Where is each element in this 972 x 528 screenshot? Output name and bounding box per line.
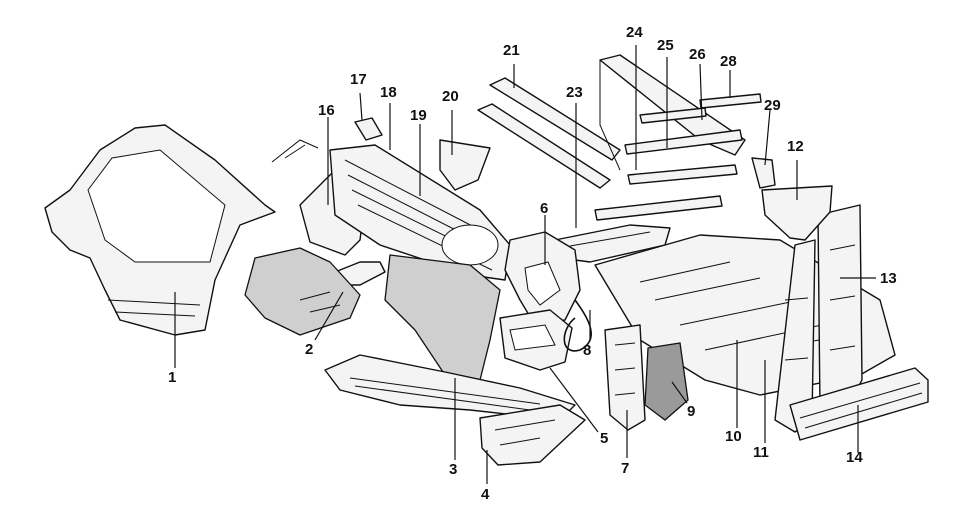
callout-5: 5 (600, 430, 608, 447)
part-21-cross-rail (477, 77, 621, 189)
part-16-trunk-floor-pan (244, 247, 361, 336)
part-12-bracket (761, 185, 833, 241)
callout-13: 13 (880, 270, 897, 287)
callout-19: 19 (410, 107, 427, 124)
part-4-side-member (479, 404, 586, 466)
part-1-rear-panel-frame (44, 124, 276, 336)
callout-4: 4 (481, 486, 490, 503)
part-18-19-rear-end-panel (329, 144, 511, 281)
part-9-bracket (644, 342, 689, 421)
part-29-bracket (751, 157, 776, 189)
part-20-bracket (439, 139, 491, 191)
part-25-26-28-strips (594, 93, 762, 221)
callout-29: 29 (764, 97, 781, 114)
callout-9: 9 (687, 403, 695, 420)
callout-1: 1 (168, 369, 176, 386)
callout-21: 21 (503, 42, 520, 59)
callout-11: 11 (753, 444, 769, 461)
callout-14: 14 (846, 449, 863, 466)
callout-18: 18 (380, 84, 397, 101)
part-7-pillar (604, 324, 646, 431)
callout-2: 2 (305, 341, 313, 358)
callout-7: 7 (621, 460, 629, 477)
part-8-hose (563, 299, 592, 352)
part-6-wheel-arch (504, 231, 581, 326)
callout-8: 8 (583, 342, 591, 359)
callout-10: 10 (725, 428, 742, 445)
part-14-rocker-panel (789, 367, 929, 441)
part-5-box-member (499, 309, 573, 371)
part-3-rear-floor (324, 254, 576, 421)
callout-3: 3 (449, 461, 457, 478)
leader-lines (174, 45, 876, 484)
callout-26: 26 (689, 46, 706, 63)
part-17-mount (354, 117, 383, 141)
callout-labels: 1 2 3 4 5 6 7 8 9 10 11 12 13 14 16 17 1… (168, 24, 897, 503)
callout-25: 25 (657, 37, 674, 54)
callout-28: 28 (720, 53, 737, 70)
callout-23: 23 (566, 84, 583, 101)
callout-16: 16 (318, 102, 335, 119)
callout-17: 17 (350, 71, 367, 88)
callout-12: 12 (787, 138, 804, 155)
callout-20: 20 (442, 88, 459, 105)
callout-24: 24 (626, 24, 643, 41)
callout-6: 6 (540, 200, 548, 217)
